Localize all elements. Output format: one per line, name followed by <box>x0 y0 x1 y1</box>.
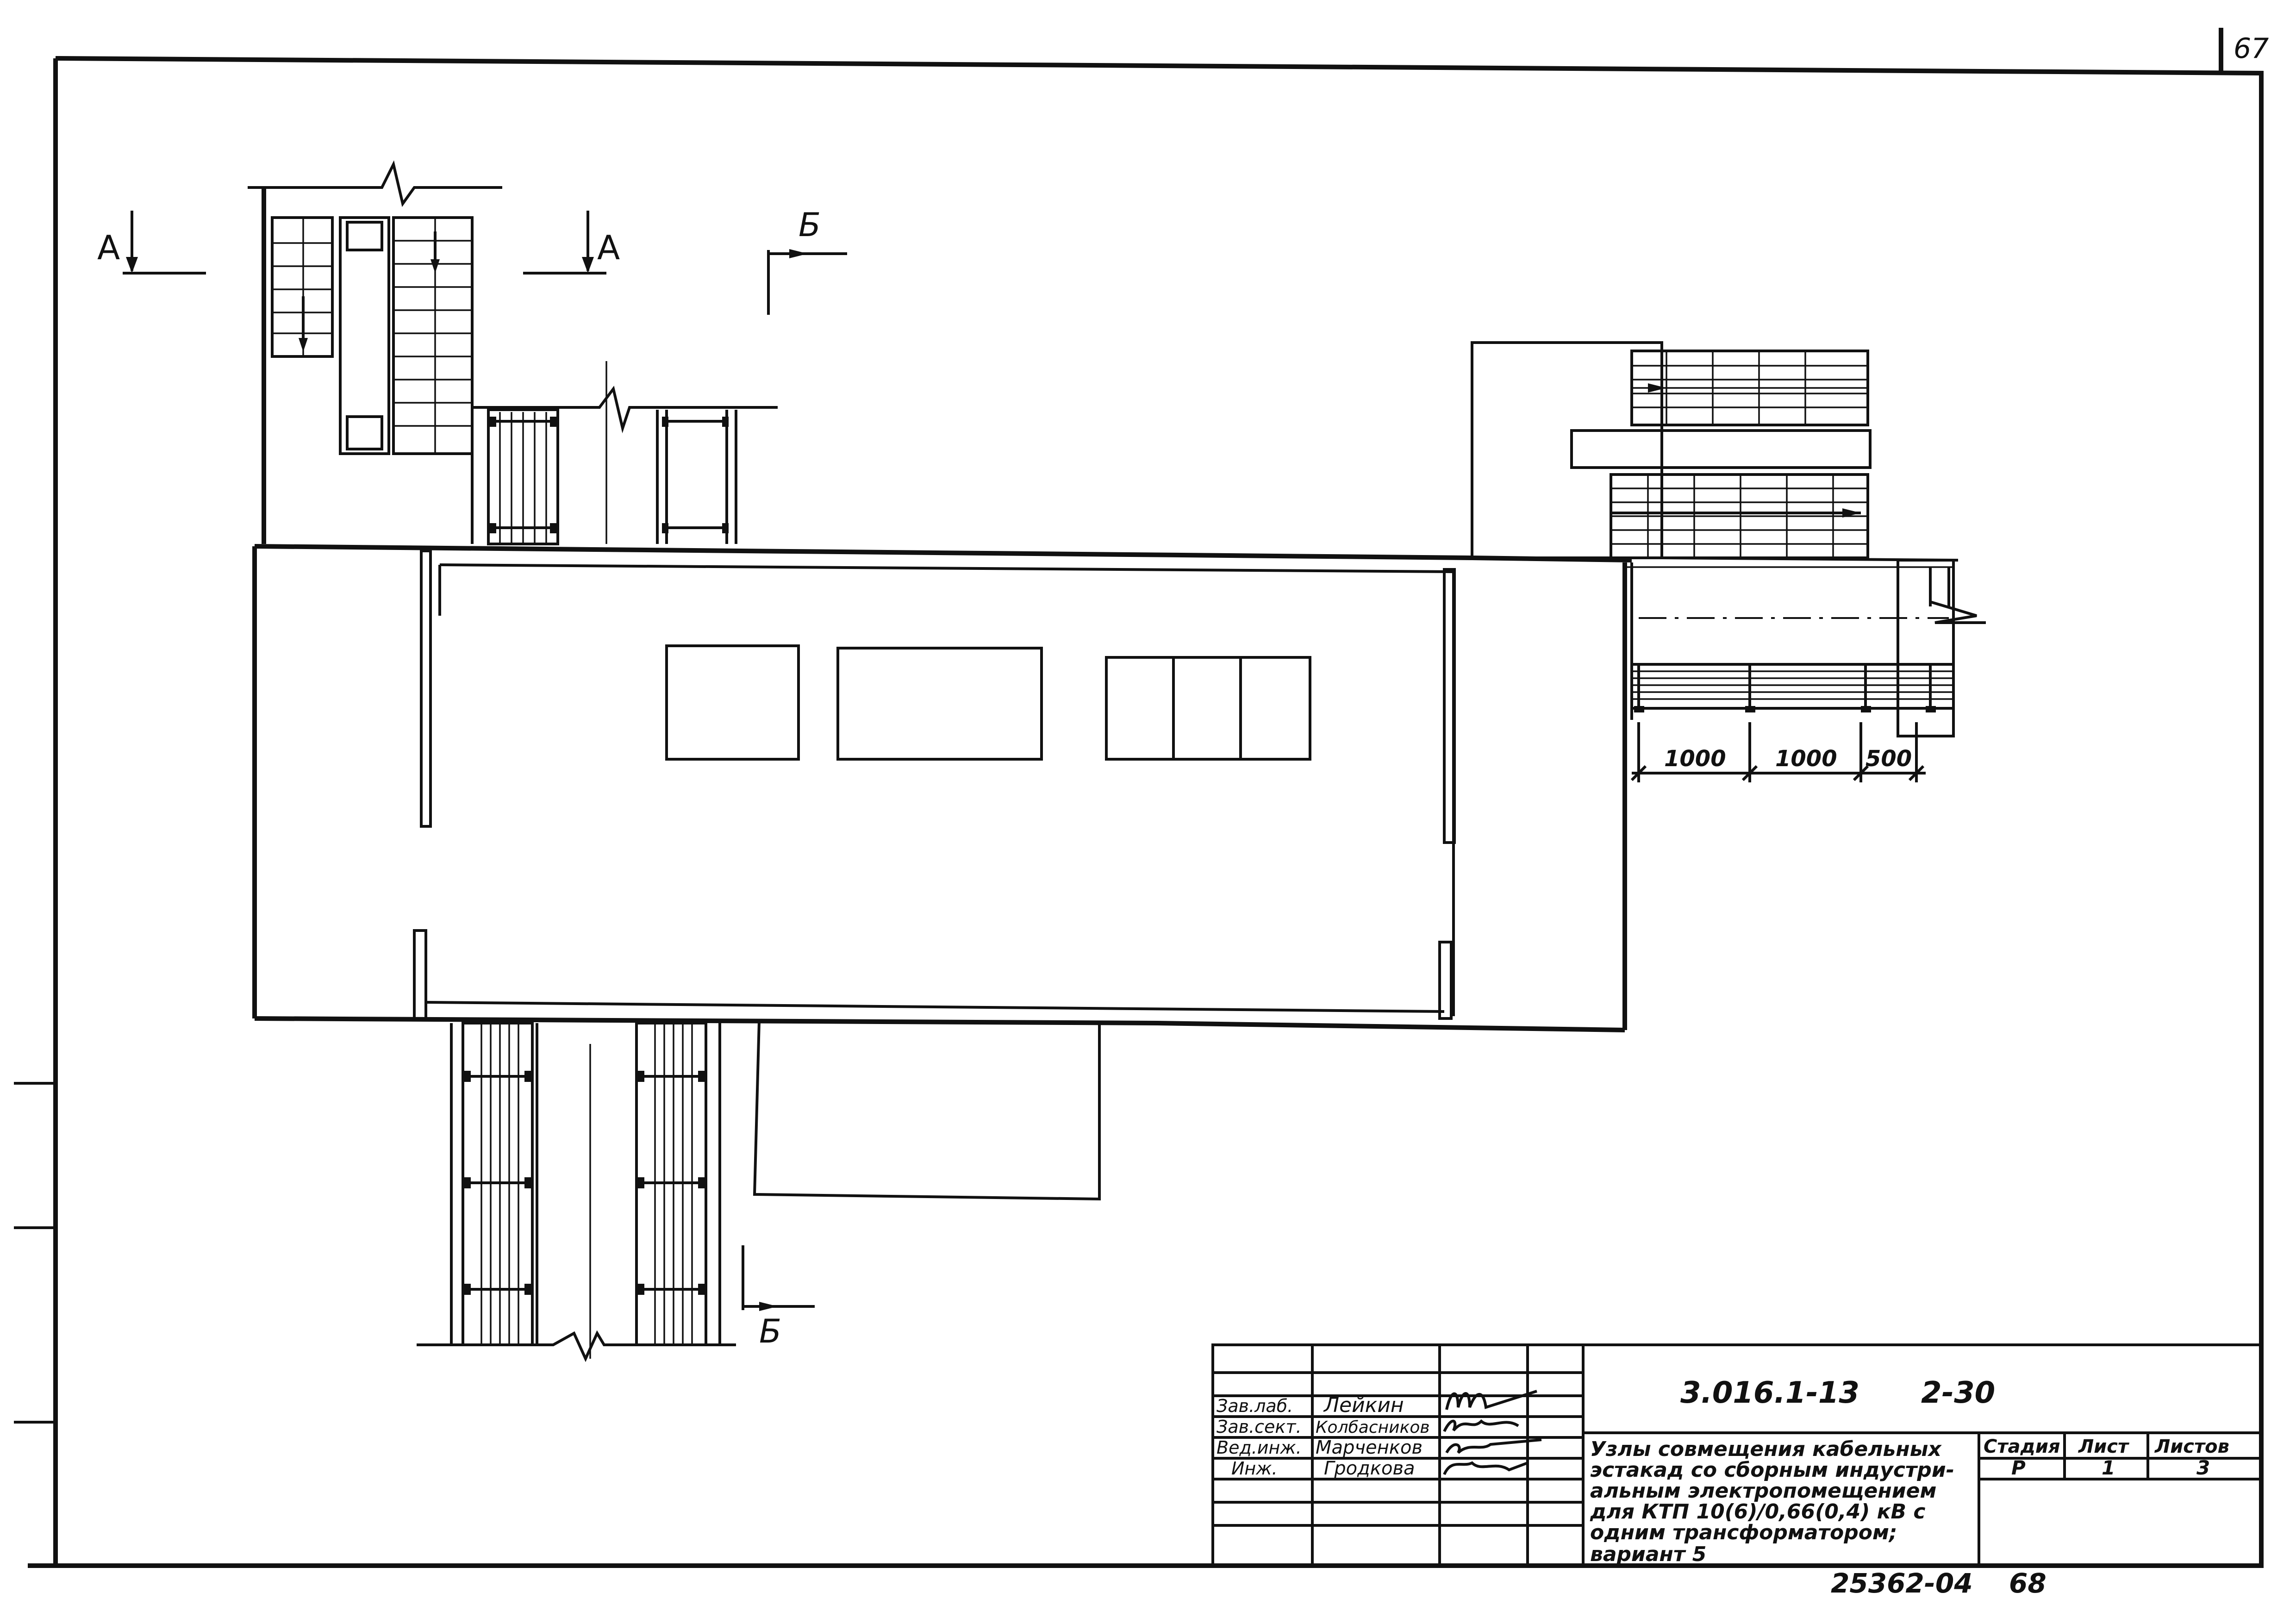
title-line-6: вариант 5 <box>1590 1543 1706 1566</box>
role-lead-engineer: Вед.инж. <box>1217 1437 1302 1458</box>
title-line-1: Узлы совмещения кабельных <box>1590 1437 1942 1461</box>
sheets-value: 3 <box>2196 1456 2210 1479</box>
sheets-header: Листов <box>2154 1436 2229 1457</box>
document-designation: 3.016.1-13 <box>1680 1376 1859 1410</box>
section-label-a-left: А <box>97 228 120 267</box>
title-line-5: одним трансформатором; <box>1590 1521 1897 1544</box>
right-cable-rack <box>1625 559 1986 737</box>
top-left-stair-block <box>248 160 502 544</box>
title-line-3: альным электропомещением <box>1590 1479 1936 1503</box>
transformer-pad <box>753 1020 1101 1201</box>
stage-value: Р <box>2011 1456 2026 1479</box>
role-head-lab: Зав.лаб. <box>1217 1396 1293 1416</box>
sheet-frame <box>14 28 2264 1568</box>
equipment-cabinet-1 <box>665 644 800 761</box>
section-label-a-right: А <box>597 228 620 267</box>
document-sheet-code: 2-30 <box>1921 1376 1995 1410</box>
section-mark-b-bottom <box>742 1245 815 1311</box>
dimension-1000-first: 1000 <box>1664 746 1726 772</box>
name-head-sector: Колбасников <box>1316 1418 1430 1437</box>
top-cable-entry <box>471 361 778 545</box>
sheet-header: Лист <box>2078 1436 2130 1457</box>
name-lead-engineer: Марченков <box>1316 1437 1423 1458</box>
footer-page: 68 <box>2009 1568 2046 1599</box>
dimension-1000-second: 1000 <box>1775 746 1837 772</box>
dimension-line <box>1630 722 1926 782</box>
equipment-cabinet-3 <box>1105 656 1311 761</box>
name-engineer: Гродкова <box>1324 1458 1415 1479</box>
main-building-outline <box>252 544 1632 1032</box>
title-line-4: для КТП 10(6)/0,66(0,4) кВ с <box>1590 1500 1925 1524</box>
section-label-b-bottom: Б <box>759 1312 781 1350</box>
signature-marks <box>1443 1390 1542 1475</box>
footer-number: 25362-04 <box>1831 1568 1973 1599</box>
sheet-value: 1 <box>2102 1456 2115 1479</box>
equipment-cabinet-2 <box>836 647 1043 761</box>
role-head-sector: Зав.сект. <box>1217 1417 1302 1437</box>
title-line-2: эстакад со сборным индустри- <box>1590 1458 1954 1482</box>
dimension-500: 500 <box>1866 746 1912 772</box>
section-label-b-top: Б <box>799 206 821 244</box>
name-head-lab: Лейкин <box>1323 1393 1404 1417</box>
stage-header: Стадия <box>1984 1436 2060 1457</box>
title-block-grid <box>1211 1343 2263 1567</box>
role-engineer: Инж. <box>1231 1458 1278 1479</box>
section-mark-a-right <box>523 211 606 275</box>
bottom-cable-entry <box>417 1022 736 1362</box>
right-stair-block <box>1471 341 1959 562</box>
section-mark-a-left <box>123 211 206 275</box>
sheet-corner-number: 67 <box>2234 32 2269 65</box>
section-mark-b-top <box>767 249 847 315</box>
